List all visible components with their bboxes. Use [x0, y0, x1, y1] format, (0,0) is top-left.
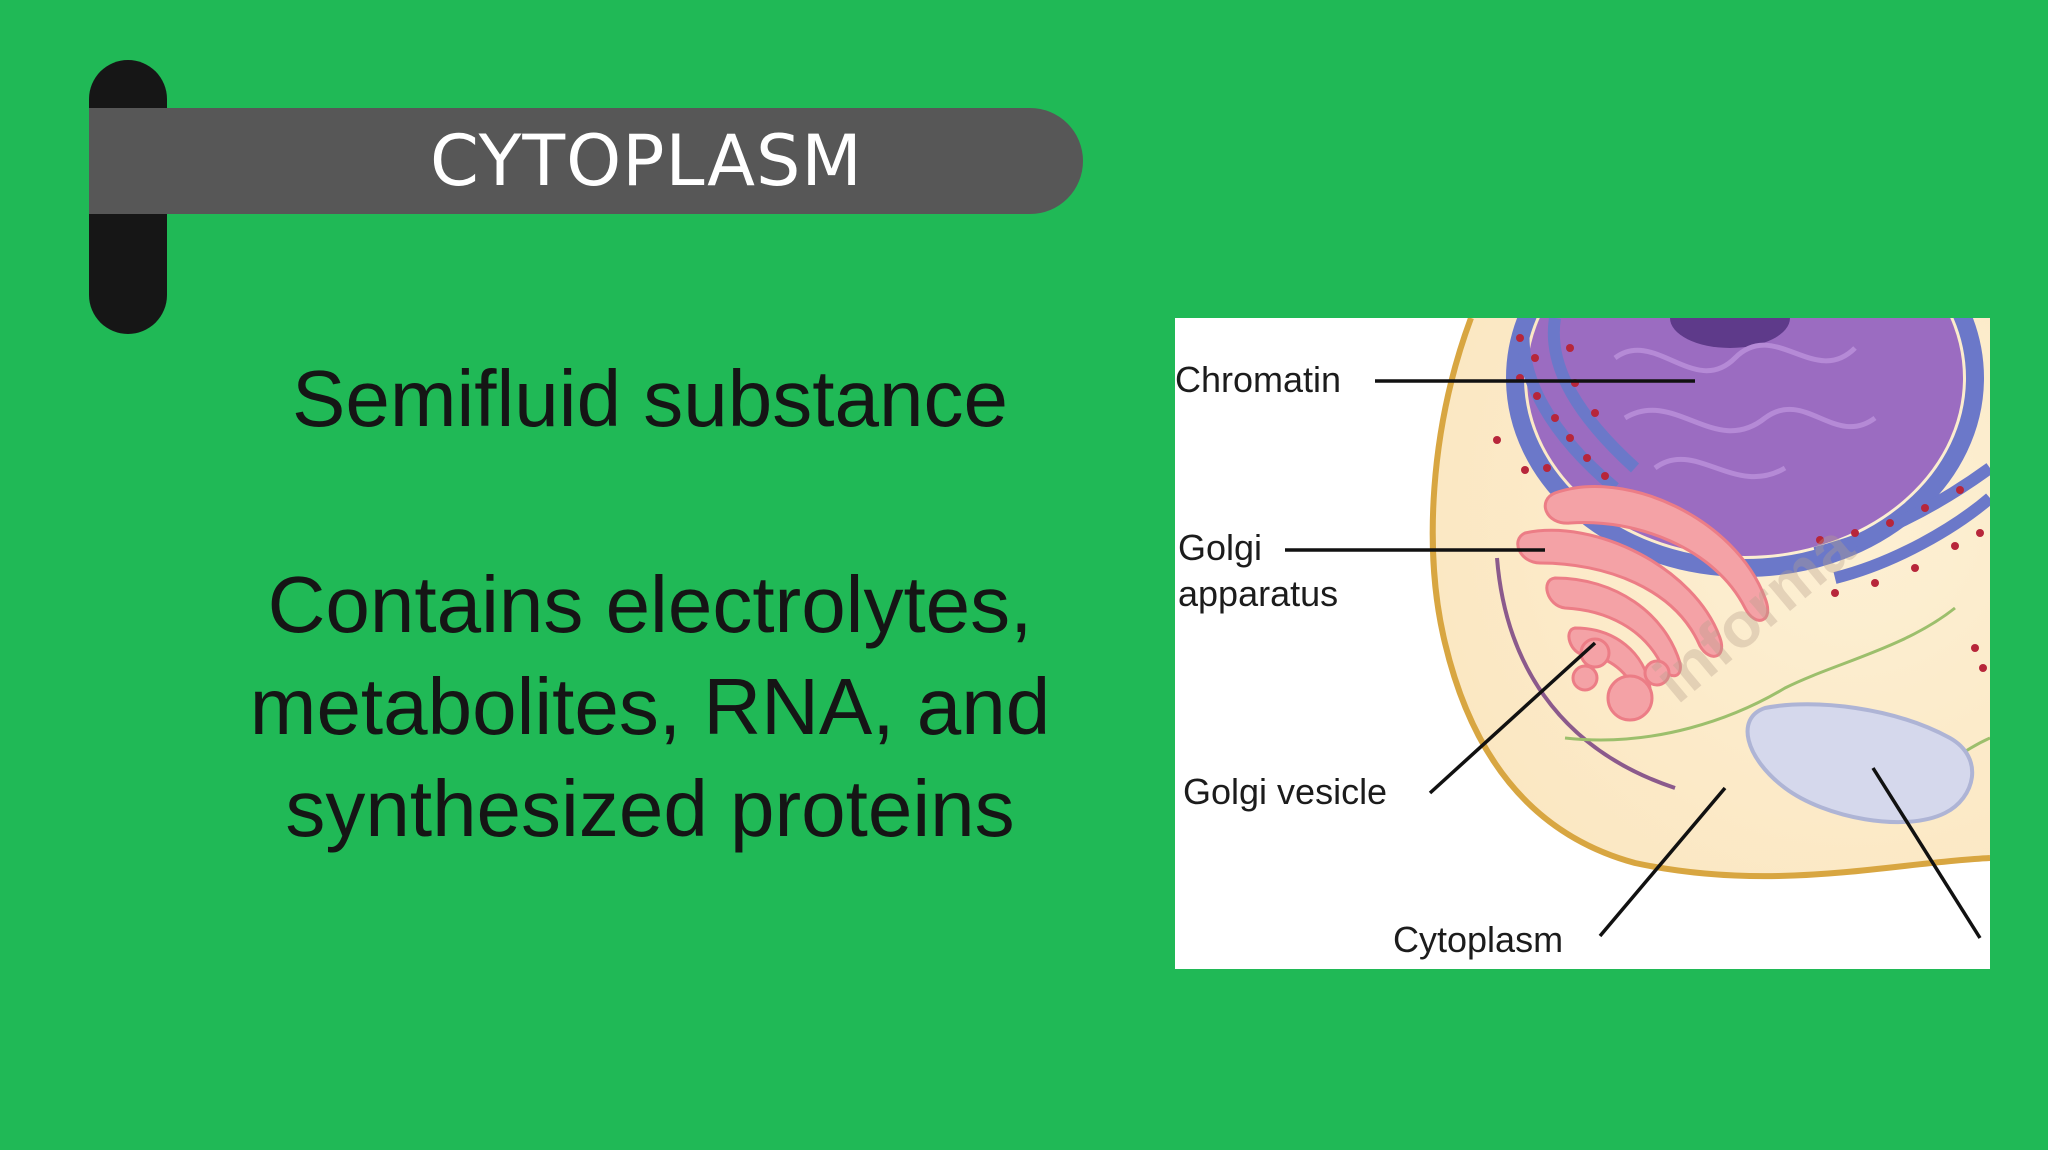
er-filament: [1564, 606, 1956, 742]
golgi-vesicles: [1571, 637, 1671, 722]
leader-lines: [1285, 379, 1982, 939]
label-apparatus: apparatus: [1178, 573, 1339, 614]
label-golgi: Golgi: [1178, 527, 1263, 568]
cytoskeleton-filament: [1495, 557, 1676, 790]
chromatin-strands: [1613, 342, 1877, 480]
cell-diagram: informa Chromatin Golgi apparatus Golgi …: [1175, 318, 1990, 969]
title-bar: [89, 108, 1083, 214]
cell-illustration: informa: [1285, 318, 1990, 939]
slide-title: CYTOPLASM: [430, 120, 863, 202]
label-chromatin: Chromatin: [1175, 359, 1342, 400]
rough-er: [1517, 318, 1990, 584]
cell-membrane: [1429, 318, 1990, 880]
ribosomes: [1516, 334, 1987, 672]
bullet-contents: Contains electrolytes, metabolites, RNA,…: [249, 560, 1051, 853]
vacuole: [1745, 702, 1975, 825]
label-cytoplasm: Cytoplasm: [1393, 919, 1564, 960]
bullet-semifluid: Semifluid substance: [292, 354, 1008, 443]
label-golgi-vesicle: Golgi vesicle: [1183, 771, 1388, 812]
nucleolus: [1670, 318, 1790, 348]
